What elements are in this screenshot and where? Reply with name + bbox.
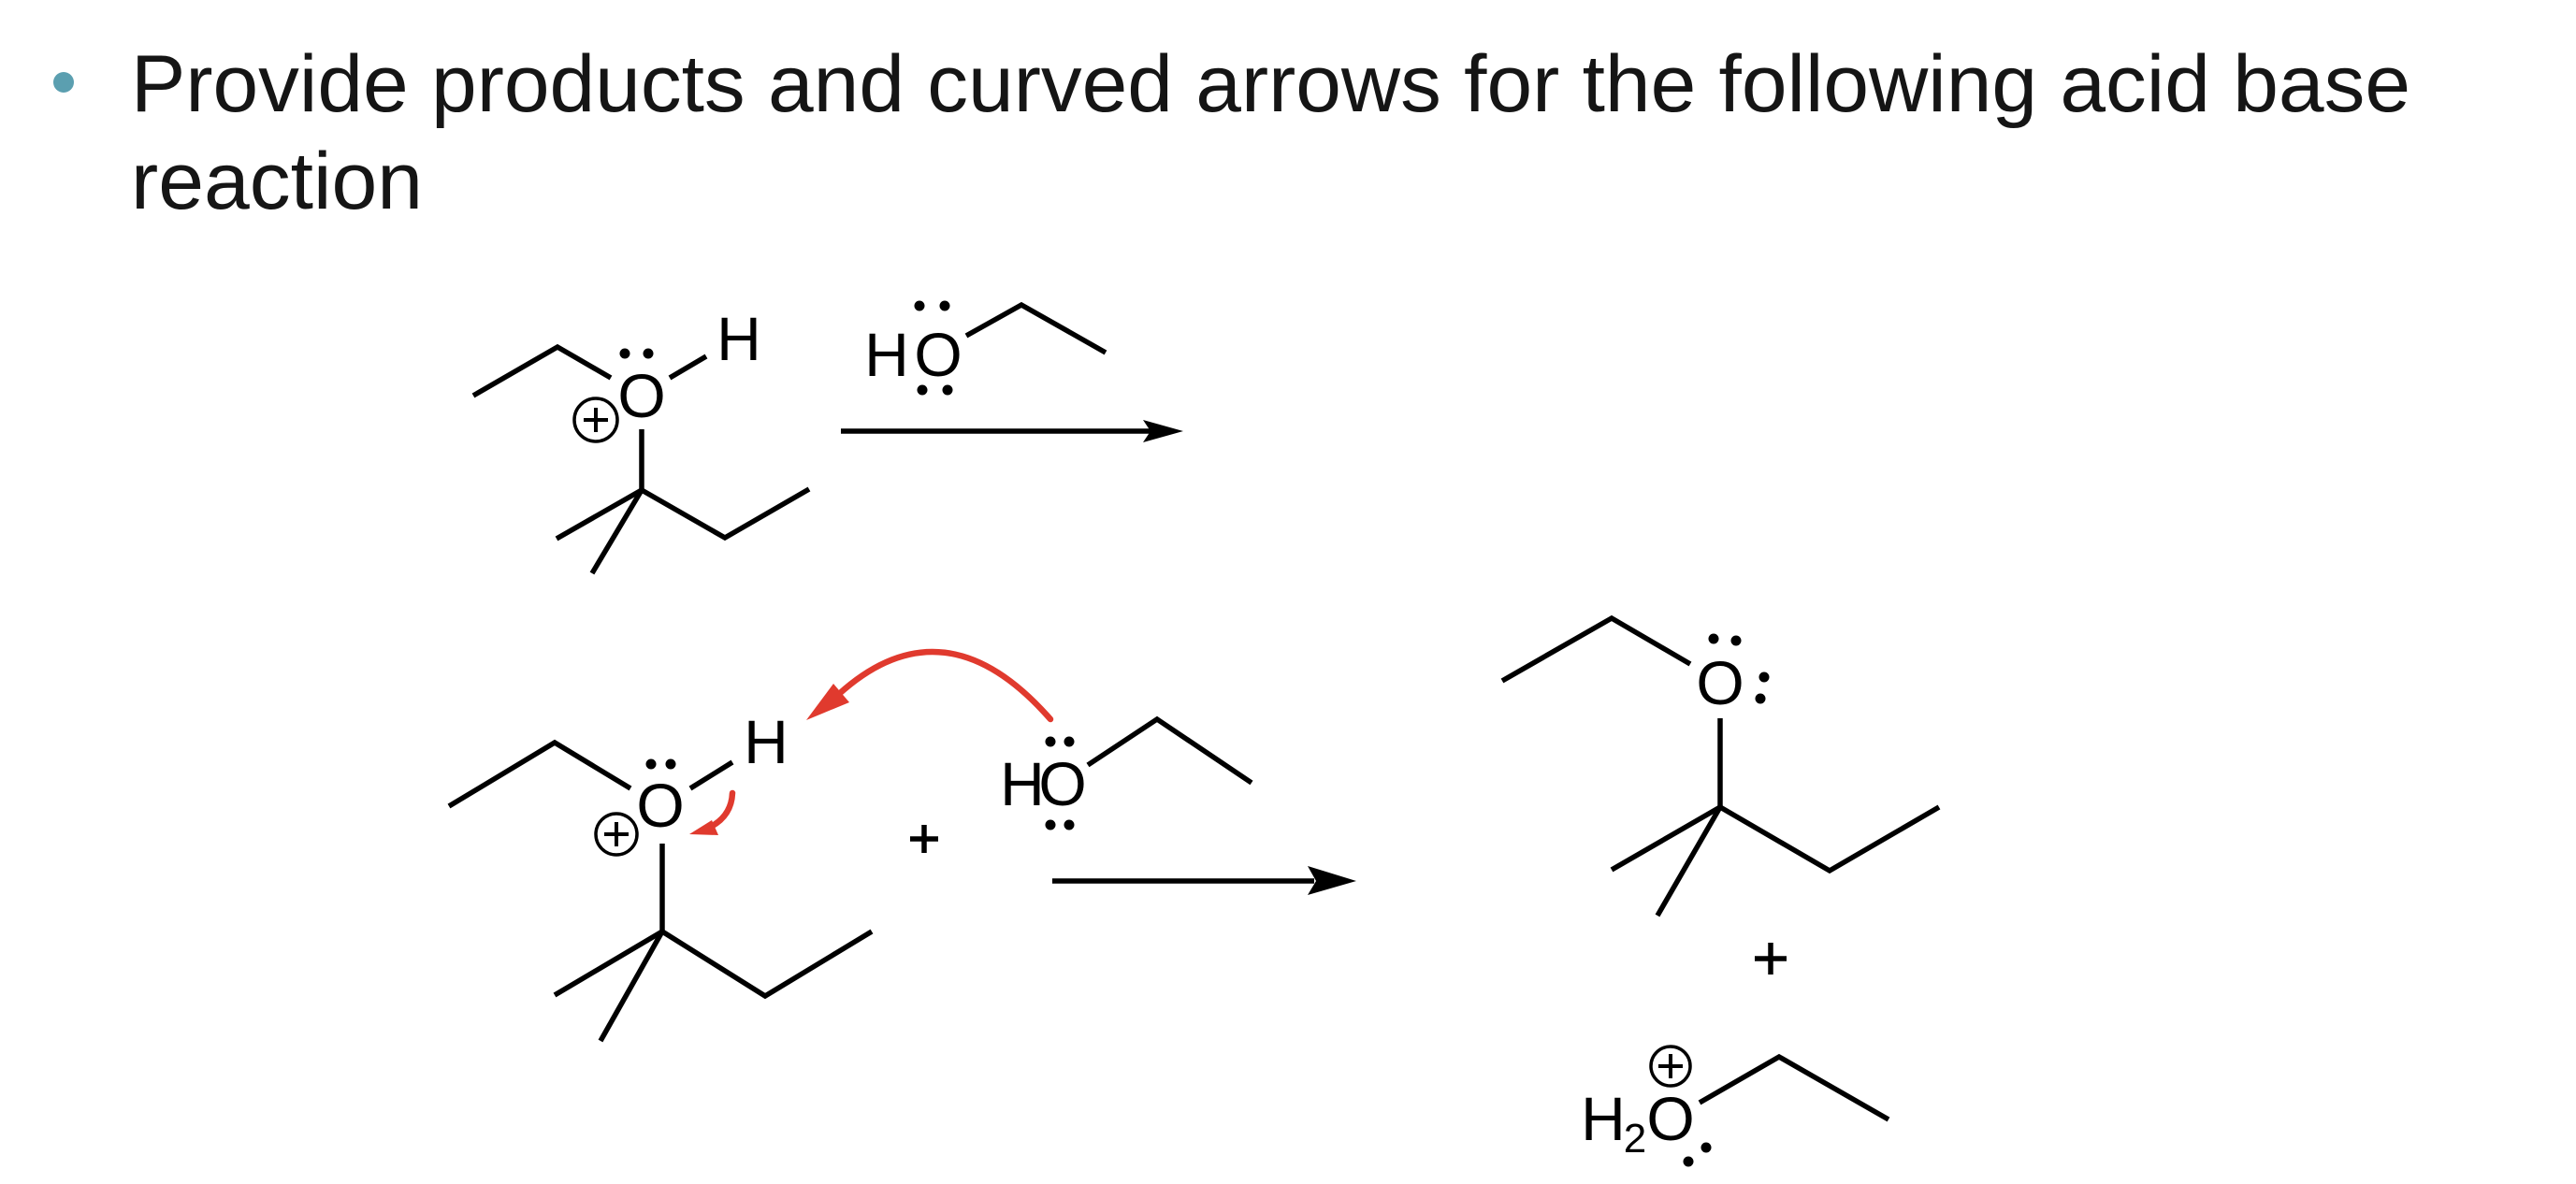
bond	[1610, 804, 1722, 873]
lone-pair-dot	[1755, 693, 1766, 704]
curved-arrow-bond-to-oxygen-icon	[689, 789, 736, 835]
lone-pair-dot	[914, 300, 925, 311]
lone-pair-dot	[942, 384, 953, 396]
bond	[1698, 1053, 1890, 1122]
positive-charge-icon	[594, 812, 639, 857]
hydrogen-atom: H	[864, 320, 909, 389]
lone-pair-dot	[1045, 819, 1056, 830]
bond	[1500, 614, 1692, 684]
bond	[589, 488, 644, 575]
lone-pair-dot	[645, 758, 657, 770]
lone-pair-dot	[1708, 633, 1719, 644]
positive-charge-icon	[1649, 1045, 1692, 1088]
oxygen-atom: O	[617, 361, 665, 430]
positive-charge-icon	[572, 397, 619, 443]
plus-sign	[910, 825, 938, 853]
question-reactant-oxonium: O H	[471, 304, 811, 575]
product-plus-sign	[1755, 943, 1787, 975]
lone-pair-dot	[643, 348, 654, 359]
bond	[640, 486, 811, 541]
answer-reactant-oxonium: O H	[447, 707, 874, 1043]
lone-pair-dot	[1683, 1156, 1694, 1167]
bond	[1718, 804, 1941, 874]
answer-reactant-ethanol: H O	[1000, 715, 1253, 830]
bond	[1655, 805, 1723, 917]
lone-pair-dot	[1045, 736, 1056, 747]
question-reactant-ethanol: H O	[864, 300, 1107, 396]
product-ether: O	[1500, 614, 1941, 917]
bond	[598, 930, 665, 1043]
hydrogen-count-subscript: 2	[1624, 1116, 1646, 1162]
bond	[555, 487, 644, 541]
lone-pair-dot	[1758, 671, 1770, 683]
oxygen-atom: O	[914, 320, 962, 389]
bond	[668, 354, 708, 381]
lone-pair-dot	[619, 348, 630, 359]
curved-arrow-lone-pair-to-hydrogen-icon	[806, 648, 1054, 723]
lone-pair-dot	[665, 758, 676, 770]
lone-pair-dot	[1730, 635, 1742, 646]
question-title-line-2: reaction	[131, 137, 423, 226]
question-title-line-1: Provide products and curved arrows for t…	[131, 39, 2410, 129]
bond	[553, 929, 664, 998]
oxygen-atom: O	[636, 771, 684, 840]
hydrogen-atom: H	[1000, 749, 1045, 818]
lone-pair-dot	[1700, 1142, 1712, 1153]
lone-pair-dot	[1064, 736, 1075, 747]
lone-pair-dot	[917, 384, 928, 396]
bond	[688, 759, 734, 791]
lone-pair-dot	[1064, 819, 1075, 830]
lone-pair-dot	[939, 300, 950, 311]
oxygen-atom: O	[1038, 749, 1086, 818]
bond	[447, 739, 632, 809]
hydrogen-atom: H	[744, 707, 789, 776]
product-protonated-ethanol: H 2 O	[1581, 1045, 1890, 1167]
bond	[964, 301, 1107, 355]
hydrogen-atom: H	[716, 304, 761, 373]
bullet-dot	[53, 72, 74, 93]
bond	[471, 343, 613, 398]
reaction-arrow-icon	[1052, 866, 1356, 895]
bond	[660, 929, 874, 1000]
oxygen-atom: O	[1696, 648, 1744, 717]
reaction-arrow-icon	[841, 420, 1183, 442]
hydrogen-atom: H	[1581, 1084, 1626, 1153]
oxygen-atom: O	[1646, 1084, 1694, 1153]
bond	[1086, 715, 1253, 786]
